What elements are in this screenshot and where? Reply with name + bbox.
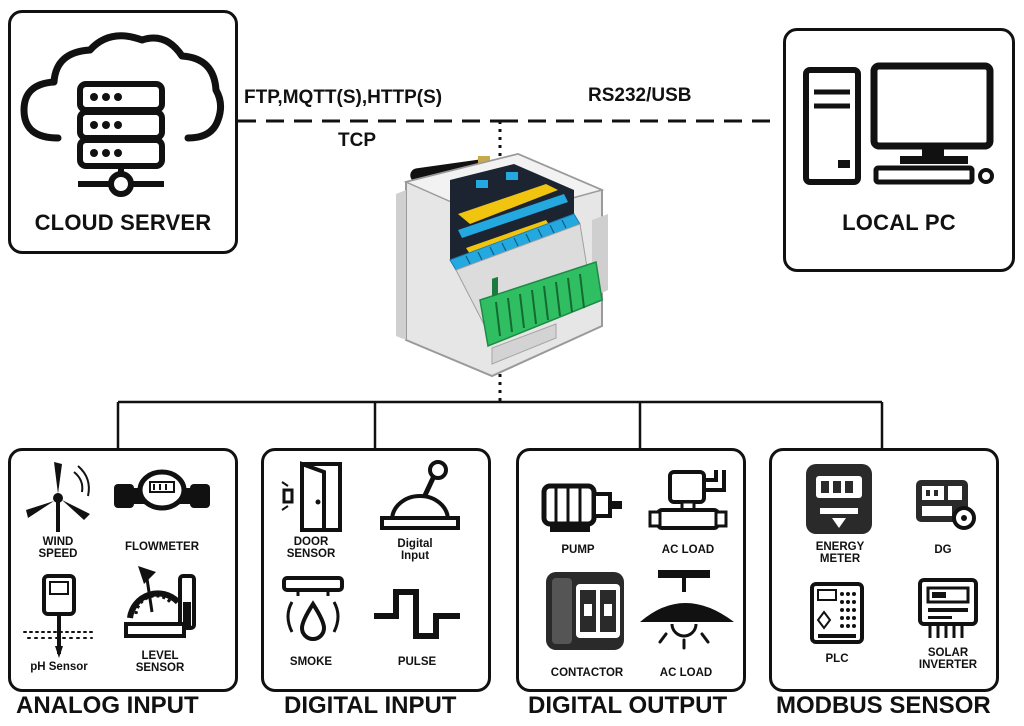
contactor-icon [546,572,624,650]
digital-in-item-3-label: SMOKE [289,656,333,668]
local-pc-label: LOCAL PC [842,210,956,235]
pulse-wave-icon [374,589,460,639]
smoke-detector-icon [282,576,344,641]
modbus-item-3-label: PLC [825,653,849,665]
digital-out-item-4-label: AC LOAD [659,667,713,679]
modbus-item-1-label: ENERGY METER [815,541,865,566]
digital-output-title: DIGITAL OUTPUT [526,692,730,720]
digital-in-item-2-label: Digital Input [397,538,433,563]
lever-switch-icon [380,460,460,530]
serial-label: RS232/USB [588,85,692,106]
plc-icon [810,582,864,644]
digital-in-item-4-label: PULSE [397,656,437,668]
analog-item-1-label: WIND SPEED [38,536,78,561]
digital-in-item-1-label: DOOR SENSOR [286,536,336,561]
flowmeter-icon [114,469,210,511]
analog-item-2-label: FLOWMETER [124,541,200,553]
desktop-computer-icon [803,62,994,185]
analog-item-3-label: pH Sensor [30,661,88,673]
door-sensor-icon [281,461,342,532]
tcp-label: TCP [338,130,376,151]
digital-out-item-2-label: AC LOAD [661,544,715,556]
pump-motor-icon [541,483,622,532]
solar-inverter-icon [918,578,978,638]
ph-sensor-icon [23,574,93,658]
modbus-sensor-title: MODBUS SENSOR [774,692,993,720]
cloud-server-label: CLOUD SERVER [34,210,212,235]
energy-meter-icon [806,464,872,534]
rtu-device-image [396,152,608,378]
level-sensor-icon [124,566,196,638]
digital-out-item-1-label: PUMP [561,544,595,556]
analog-item-4-label: LEVEL SENSOR [135,650,185,675]
protocols-label: FTP,MQTT(S),HTTP(S) [244,87,443,108]
cloud-server-icon [20,32,225,197]
digital-input-box [261,448,491,692]
digital-out-item-3-label: CONTACTOR [550,667,624,679]
modbus-item-4-label: SOLAR INVERTER [918,647,978,672]
wind-turbine-icon [26,462,90,532]
solenoid-valve-icon [648,470,728,530]
generator-icon [916,480,976,530]
modbus-item-2-label: DG [934,544,952,556]
ceiling-lamp-icon [640,570,734,650]
digital-input-title: DIGITAL INPUT [282,692,459,720]
analog-input-title: ANALOG INPUT [14,692,201,720]
